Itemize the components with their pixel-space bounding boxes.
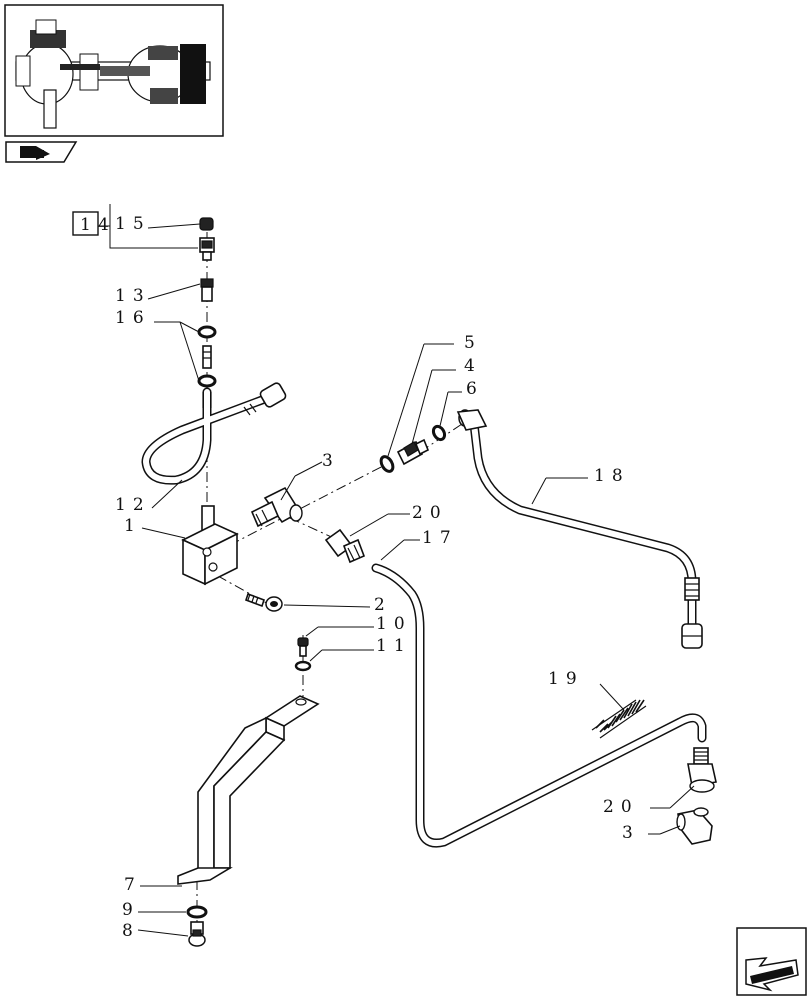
label-9: 9 xyxy=(122,900,140,920)
label-2: 2 xyxy=(374,595,392,615)
part-20-union-lower[interactable] xyxy=(687,747,717,793)
part-4-union[interactable] xyxy=(396,438,430,466)
part-15-cap[interactable] xyxy=(199,217,214,231)
part-8-bolt[interactable] xyxy=(188,921,206,947)
label-18: 18 xyxy=(594,466,630,486)
label-20-lower: 20 xyxy=(603,797,639,817)
part-20-union-upper[interactable] xyxy=(324,528,366,564)
next-page-arrow-icon[interactable] xyxy=(736,927,807,996)
axle-thumbnail[interactable] xyxy=(4,4,224,137)
part-14-valve[interactable] xyxy=(199,237,215,261)
part-10-screw[interactable] xyxy=(297,637,309,657)
group-ref-box-text: 1 xyxy=(80,215,91,235)
label-5: 5 xyxy=(464,333,482,353)
label-6: 6 xyxy=(466,379,484,399)
part-16-washer-upper[interactable] xyxy=(197,325,217,339)
part-2-bolt[interactable] xyxy=(244,592,283,612)
leader-lines xyxy=(98,204,695,937)
part-3-elbow-lower[interactable] xyxy=(676,807,713,845)
label-1: 1 xyxy=(124,516,142,536)
label-19: 19 xyxy=(548,669,584,689)
label-3-lower: 3 xyxy=(622,823,640,843)
part-7-bracket[interactable] xyxy=(177,695,320,885)
label-15: 15 xyxy=(115,214,151,234)
part-17-pipe[interactable] xyxy=(371,563,707,848)
label-3-upper: 3 xyxy=(322,451,340,471)
label-11: 11 xyxy=(376,636,412,656)
label-7: 7 xyxy=(124,875,142,895)
part-9-washer[interactable] xyxy=(186,905,208,919)
part-18-pipe[interactable] xyxy=(456,409,703,649)
part-16-washer-lower[interactable] xyxy=(197,374,217,388)
axle-thumbnail-drawing xyxy=(15,19,211,129)
part-3-elbow-upper[interactable] xyxy=(250,486,303,528)
label-12: 12 xyxy=(115,495,151,515)
part-6-washer[interactable] xyxy=(431,424,447,442)
label-20-upper: 20 xyxy=(412,503,448,523)
label-13: 13 xyxy=(115,286,151,306)
book-arrow-icon[interactable] xyxy=(5,141,78,163)
part-1-block[interactable] xyxy=(181,505,239,586)
part-12-hose[interactable] xyxy=(141,382,287,485)
part-11-washer[interactable] xyxy=(294,660,312,672)
part-5-washer[interactable] xyxy=(379,455,396,474)
label-16: 16 xyxy=(115,308,151,328)
part-13-fitting[interactable] xyxy=(200,278,214,302)
label-4: 4 xyxy=(464,356,482,376)
hose-fitting-upper[interactable] xyxy=(202,345,212,369)
group-ref-rest-text: 4 xyxy=(98,215,109,235)
label-17: 17 xyxy=(422,528,458,548)
label-8: 8 xyxy=(122,921,140,941)
label-10: 10 xyxy=(376,614,412,634)
part-labels: 15 13 16 12 1 3 5 4 6 18 20 17 2 10 11 1… xyxy=(115,214,640,941)
part-19-spring[interactable] xyxy=(591,699,647,739)
group-ref-14[interactable]: 1 4 xyxy=(72,211,109,236)
